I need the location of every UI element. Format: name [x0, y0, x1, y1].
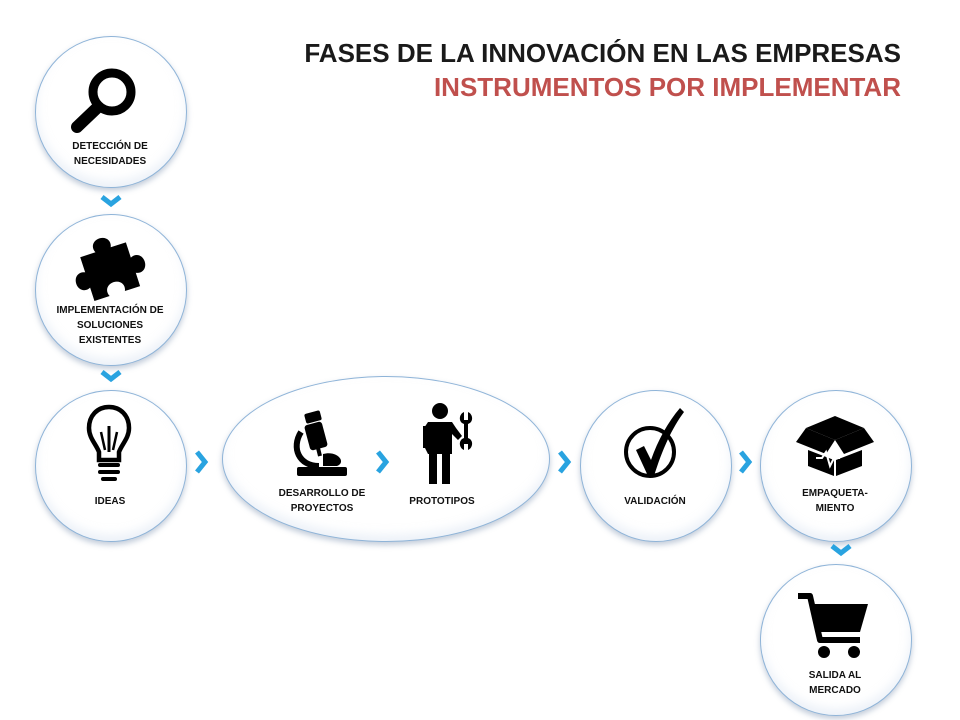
- shopping-cart-icon: [798, 593, 868, 658]
- puzzle-icon: [75, 237, 146, 301]
- title-line-1: FASES DE LA INNOVACIÓN EN LAS EMPRESAS: [304, 38, 901, 68]
- lightbulb-icon: [86, 404, 132, 481]
- page-title: FASES DE LA INNOVACIÓN EN LAS EMPRESAS I…: [304, 36, 901, 104]
- chevron-down-icon: [100, 370, 122, 383]
- chevron-down-icon: [830, 544, 852, 557]
- phase-validacion-label: VALIDACIÓN: [624, 496, 686, 507]
- phase-deteccion-label: DETECCIÓN DE NECESIDADES: [72, 141, 148, 167]
- worker-wrench-icon: [423, 403, 473, 484]
- chevron-right-icon: [195, 450, 209, 474]
- phase-prototipos-label: PROTOTIPOS: [409, 496, 475, 507]
- checkmark-icon: [624, 408, 684, 478]
- phase-implementacion-label: IMPLEMENTACIÓN DE SOLUCIONES EXISTENTES: [56, 305, 164, 346]
- chevron-down-icon: [100, 195, 122, 208]
- microscope-icon: [293, 410, 347, 476]
- box-icon: [796, 416, 874, 476]
- phase-implementacion: [35, 214, 187, 366]
- phase-desarrollo-label: DESARROLLO DE PROYECTOS: [278, 488, 366, 514]
- chevron-right-icon: [558, 450, 572, 474]
- phase-empaquetamiento-label: EMPAQUETA-MIENTO: [802, 488, 868, 514]
- title-line-2: INSTRUMENTOS POR IMPLEMENTAR: [433, 72, 901, 102]
- chevron-right-icon: [739, 450, 753, 474]
- chevron-right-icon: [376, 450, 390, 474]
- phase-salida-label: SALIDA AL MERCADO: [808, 670, 862, 696]
- magnifier-icon: [71, 68, 136, 133]
- phase-ideas-label: IDEAS: [94, 496, 126, 507]
